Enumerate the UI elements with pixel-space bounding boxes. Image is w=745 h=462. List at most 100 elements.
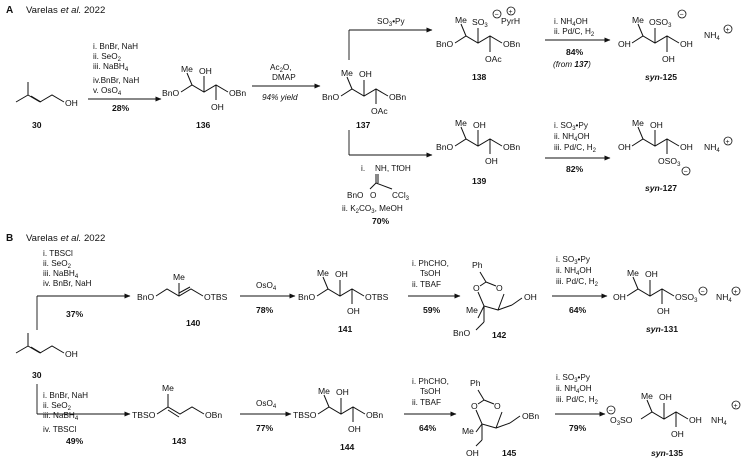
cond-a-last-2: ii. NH4OH bbox=[554, 132, 590, 143]
cond-b4-1: i. SO3•Py bbox=[556, 255, 591, 266]
atom-otbs: OTBS bbox=[365, 292, 389, 302]
atom-nh4: NH4 bbox=[704, 30, 720, 42]
section-a-letter: A bbox=[6, 5, 13, 16]
atom-oh: OH bbox=[662, 54, 675, 64]
charge-plus: + bbox=[734, 289, 738, 296]
structure-30-a: OH 30 bbox=[15, 82, 78, 130]
atom-obn: OBn bbox=[229, 88, 246, 98]
yield-b4: 64% bbox=[569, 305, 587, 315]
yield-a1: 28% bbox=[112, 103, 130, 113]
cond-a-bot-o: O bbox=[370, 191, 376, 200]
charge-minus: − bbox=[701, 289, 705, 296]
compound-30-label: 30 bbox=[32, 120, 42, 130]
atom-oh: OH bbox=[199, 66, 212, 76]
atom-obn: OBn bbox=[503, 142, 520, 152]
atom-obn: OBn bbox=[503, 39, 520, 49]
structure-141: BnO Me OH OH OTBS 141 bbox=[298, 268, 389, 334]
yield-b-low4: 79% bbox=[569, 423, 587, 433]
atom-bno: BnO bbox=[322, 92, 340, 102]
cond-a1-4: iv.BnBr, NaH bbox=[93, 76, 139, 85]
atom-obn: OBn bbox=[205, 410, 222, 420]
compound-144-label: 144 bbox=[340, 442, 355, 452]
cond-b3-2: TsOH bbox=[420, 269, 441, 278]
atom-nh4: NH4 bbox=[704, 142, 720, 154]
compound-127-label: syn-127 bbox=[645, 183, 677, 193]
atom-oh: OH bbox=[613, 292, 626, 302]
atom-oh: OH bbox=[524, 292, 537, 302]
cond-b-low3-2: TsOH bbox=[420, 387, 441, 396]
atom-oh: OH bbox=[618, 142, 631, 152]
step-a2: Ac2O, DMAP 94% yield bbox=[252, 63, 321, 102]
cond-a2-1: Ac2O, bbox=[270, 63, 292, 74]
cond-a2-2: DMAP bbox=[272, 73, 296, 82]
atom-oh: OH bbox=[657, 306, 670, 316]
compound-135-label: syn-135 bbox=[651, 448, 683, 458]
compound-139-label: 139 bbox=[472, 176, 487, 186]
cond-a-last-3: iii. Pd/C, H2 bbox=[554, 143, 597, 154]
cond-a-bot-nh: NH, TfOH bbox=[375, 164, 411, 173]
cond-b-low1-1: i. BnBr, NaH bbox=[43, 391, 88, 400]
atom-oac: OAc bbox=[371, 106, 388, 116]
compound-137-label: 137 bbox=[356, 120, 371, 130]
atom-bno: BnO bbox=[436, 39, 454, 49]
structure-138: BnO Me SO3 − PyrH + OAc OBn 138 bbox=[436, 6, 520, 82]
atom-o: O bbox=[494, 401, 501, 411]
structure-139: BnO Me OH OH OBn 139 bbox=[436, 118, 520, 186]
yield-b3: 59% bbox=[423, 305, 441, 315]
atom-oh: OH bbox=[680, 39, 693, 49]
atom-so3: SO3 bbox=[472, 17, 488, 29]
structure-140: BnO Me OTBS 140 bbox=[137, 272, 228, 328]
yield-b-low1: 49% bbox=[66, 436, 84, 446]
compound-141-label: 141 bbox=[338, 324, 353, 334]
section-b-letter: B bbox=[6, 233, 13, 244]
cond-b1-2: ii. SeO2 bbox=[43, 259, 72, 270]
cond-b4-2: ii. NH4OH bbox=[556, 266, 592, 277]
yield-b2: 78% bbox=[256, 305, 274, 315]
atom-oh: OH bbox=[650, 120, 663, 130]
cond-a-bot-bno: BnO bbox=[347, 191, 363, 200]
atom-ph: Ph bbox=[470, 378, 481, 388]
step-b-low2: OsO4 77% bbox=[240, 399, 292, 433]
cond-b-low1-3: iii. NaBH4 bbox=[43, 411, 79, 422]
compound-125-label: syn-125 bbox=[645, 72, 677, 82]
compound-145-label: 145 bbox=[502, 448, 517, 458]
atom-nh4: NH4 bbox=[711, 415, 727, 427]
atom-oh: OH bbox=[335, 269, 348, 279]
section-a-title: Varelas et al. 2022 bbox=[26, 5, 105, 16]
cond-b3-3: ii. TBAF bbox=[412, 280, 441, 289]
cond-b-low3-3: ii. TBAF bbox=[412, 398, 441, 407]
atom-oso3: OSO3 bbox=[649, 17, 672, 29]
branch-a: SO3•Py i. NH, TfOH BnO O CCl3 ii. K2CO3,… bbox=[342, 17, 433, 226]
cond-b2: OsO4 bbox=[256, 281, 277, 292]
atom-nh4: NH4 bbox=[716, 292, 732, 304]
atom-me: Me bbox=[318, 386, 330, 396]
structure-145: Ph O O OBn Me OH 145 bbox=[462, 378, 539, 458]
step-a-top: i. NH4OH ii. Pd/C, H2 84% (from 137) bbox=[545, 17, 611, 69]
atom-ph: Ph bbox=[472, 260, 483, 270]
structure-125: OH Me OSO3 − OH OH NH4 + syn-125 bbox=[618, 9, 733, 82]
atom-me: Me bbox=[632, 118, 644, 128]
atom-oh: OH bbox=[473, 120, 486, 130]
yield-b-low3: 64% bbox=[419, 423, 437, 433]
charge-minus: − bbox=[680, 12, 684, 19]
atom-oso3: OSO3 bbox=[658, 156, 681, 168]
atom-bno: BnO bbox=[298, 292, 316, 302]
atom-oh: OH bbox=[336, 387, 349, 397]
atom-bno: BnO bbox=[436, 142, 454, 152]
yield-b1: 37% bbox=[66, 309, 84, 319]
yield-a-top: 84% bbox=[566, 47, 584, 57]
yield-a-bot: 70% bbox=[372, 216, 390, 226]
atom-oh: OH bbox=[65, 349, 78, 359]
compound-138-label: 138 bbox=[472, 72, 487, 82]
cond-b1-4: iv. BnBr, NaH bbox=[43, 279, 92, 288]
atom-oso3: OSO3 bbox=[675, 292, 698, 304]
step-b2: OsO4 78% bbox=[240, 281, 296, 315]
structure-142: Ph O O OH Me BnO 142 bbox=[453, 260, 537, 340]
section-a-header: A Varelas et al. 2022 bbox=[6, 5, 105, 16]
cond-b-low3-1: i. PhCHO, bbox=[412, 377, 449, 386]
atom-oh: OH bbox=[348, 424, 361, 434]
cond-a-top-1: i. NH4OH bbox=[554, 17, 588, 28]
atom-bno: BnO bbox=[137, 292, 155, 302]
atom-pyrh: PyrH bbox=[501, 16, 520, 26]
yield-a-top-from: (from 137) bbox=[553, 60, 591, 69]
